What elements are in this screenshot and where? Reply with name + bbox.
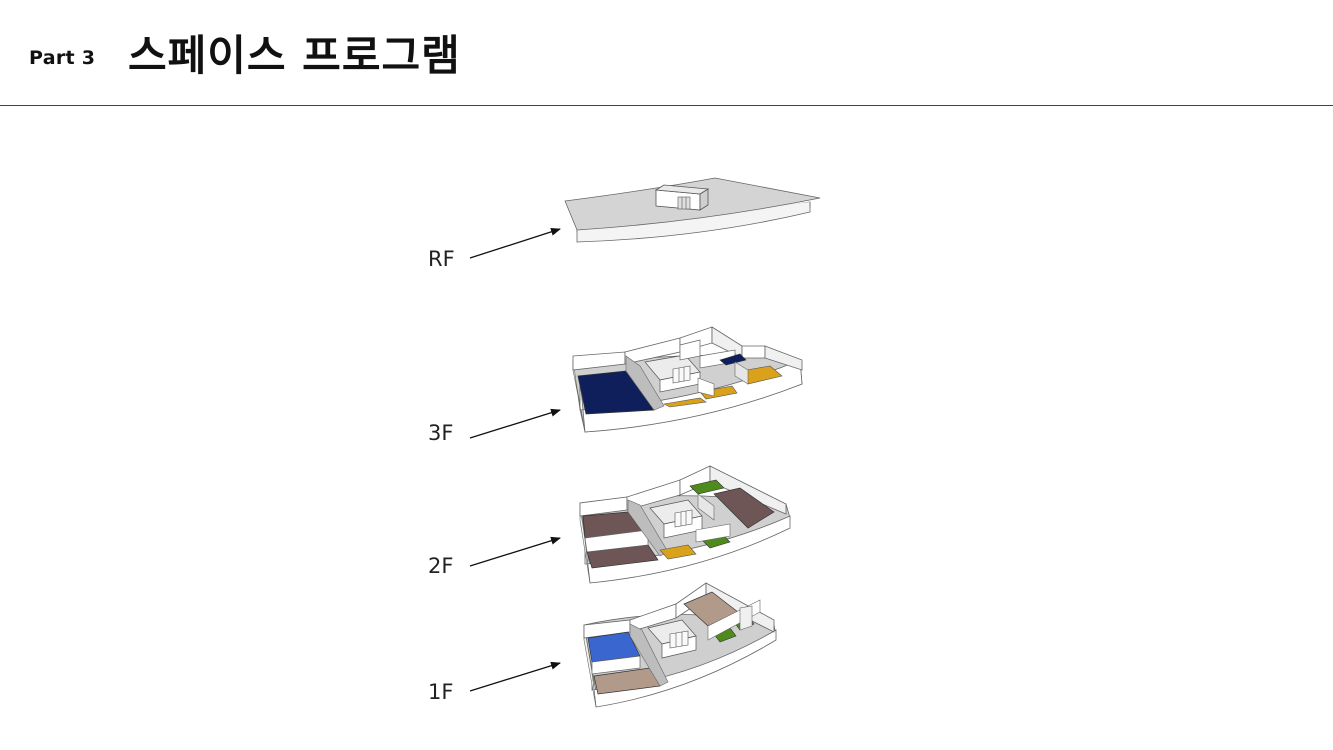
part-label: Part 3: [29, 47, 96, 69]
floor-2f-model: [579, 465, 791, 584]
page-header: Part 3 스페이스 프로그램: [0, 0, 1333, 106]
svg-text:1F: 1F: [428, 680, 453, 704]
floor-label-2f: 2F: [428, 536, 561, 578]
arrow-3f: [469, 408, 561, 439]
room-green-1: [689, 479, 725, 495]
room-ochre-2f: [659, 544, 697, 560]
floor-label-3f: 3F: [428, 408, 561, 445]
arrow-rf: [469, 227, 561, 259]
floor-label-1f: 1F: [428, 661, 561, 704]
floor-label-rf: RF: [428, 227, 561, 271]
svg-text:RF: RF: [428, 247, 455, 271]
room-ochre-small: [663, 397, 707, 408]
floor-rf-model: [564, 177, 821, 243]
svg-text:3F: 3F: [428, 421, 453, 445]
room-brown-3: [713, 487, 775, 529]
page-title: 스페이스 프로그램: [128, 31, 461, 80]
floor-1f-model: [583, 582, 777, 708]
header-divider: [0, 105, 1333, 106]
arrow-2f: [469, 536, 561, 567]
arrow-1f: [469, 661, 561, 692]
floor-3f-model: [572, 326, 803, 433]
svg-text:2F: 2F: [428, 554, 453, 578]
stair-penthouse: [654, 184, 710, 211]
